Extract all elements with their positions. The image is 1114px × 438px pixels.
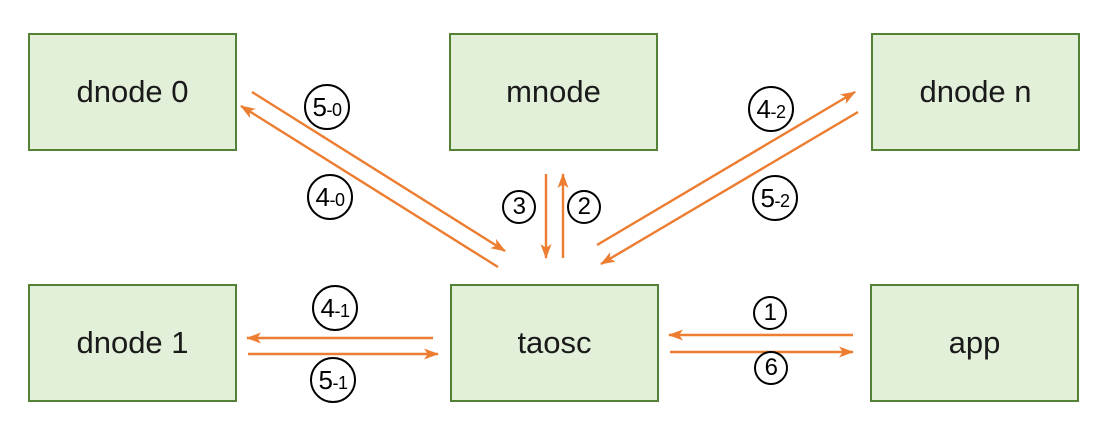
node-dnode1: dnode 1	[28, 284, 237, 402]
arrow-dnode0-to-taosc	[251, 90, 506, 253]
node-dnoden-label: dnode n	[919, 74, 1032, 109]
node-app-label: app	[948, 325, 1001, 360]
node-dnode1-label: dnode 1	[76, 325, 189, 360]
edge-label-3: 3	[502, 190, 536, 224]
edge-label-5-1: 5-1	[310, 357, 356, 403]
node-dnode0: dnode 0	[28, 33, 237, 151]
node-mnode-label: mnode	[506, 74, 601, 109]
node-taosc-label: taosc	[517, 325, 592, 360]
arrow-taosc-to-dnoden	[596, 90, 856, 247]
edge-label-4-1: 4-1	[312, 285, 358, 331]
edge-label-2: 2	[567, 190, 601, 224]
edge-label-4-0: 4-0	[307, 174, 353, 220]
edge-label-5-0: 5-0	[304, 84, 350, 130]
edge-label-6: 6	[754, 351, 788, 385]
arrow-dnoden-to-taosc	[600, 110, 859, 266]
node-mnode: mnode	[449, 33, 658, 151]
node-dnoden: dnode n	[871, 33, 1080, 151]
node-dnode0-label: dnode 0	[76, 74, 189, 109]
node-app: app	[870, 284, 1079, 402]
edge-label-4-2: 4-2	[748, 86, 794, 132]
edge-label-1: 1	[753, 296, 787, 330]
arrow-taosc-to-dnode0	[240, 104, 499, 269]
node-taosc: taosc	[450, 284, 659, 402]
edge-label-5-2: 5-2	[752, 175, 798, 221]
